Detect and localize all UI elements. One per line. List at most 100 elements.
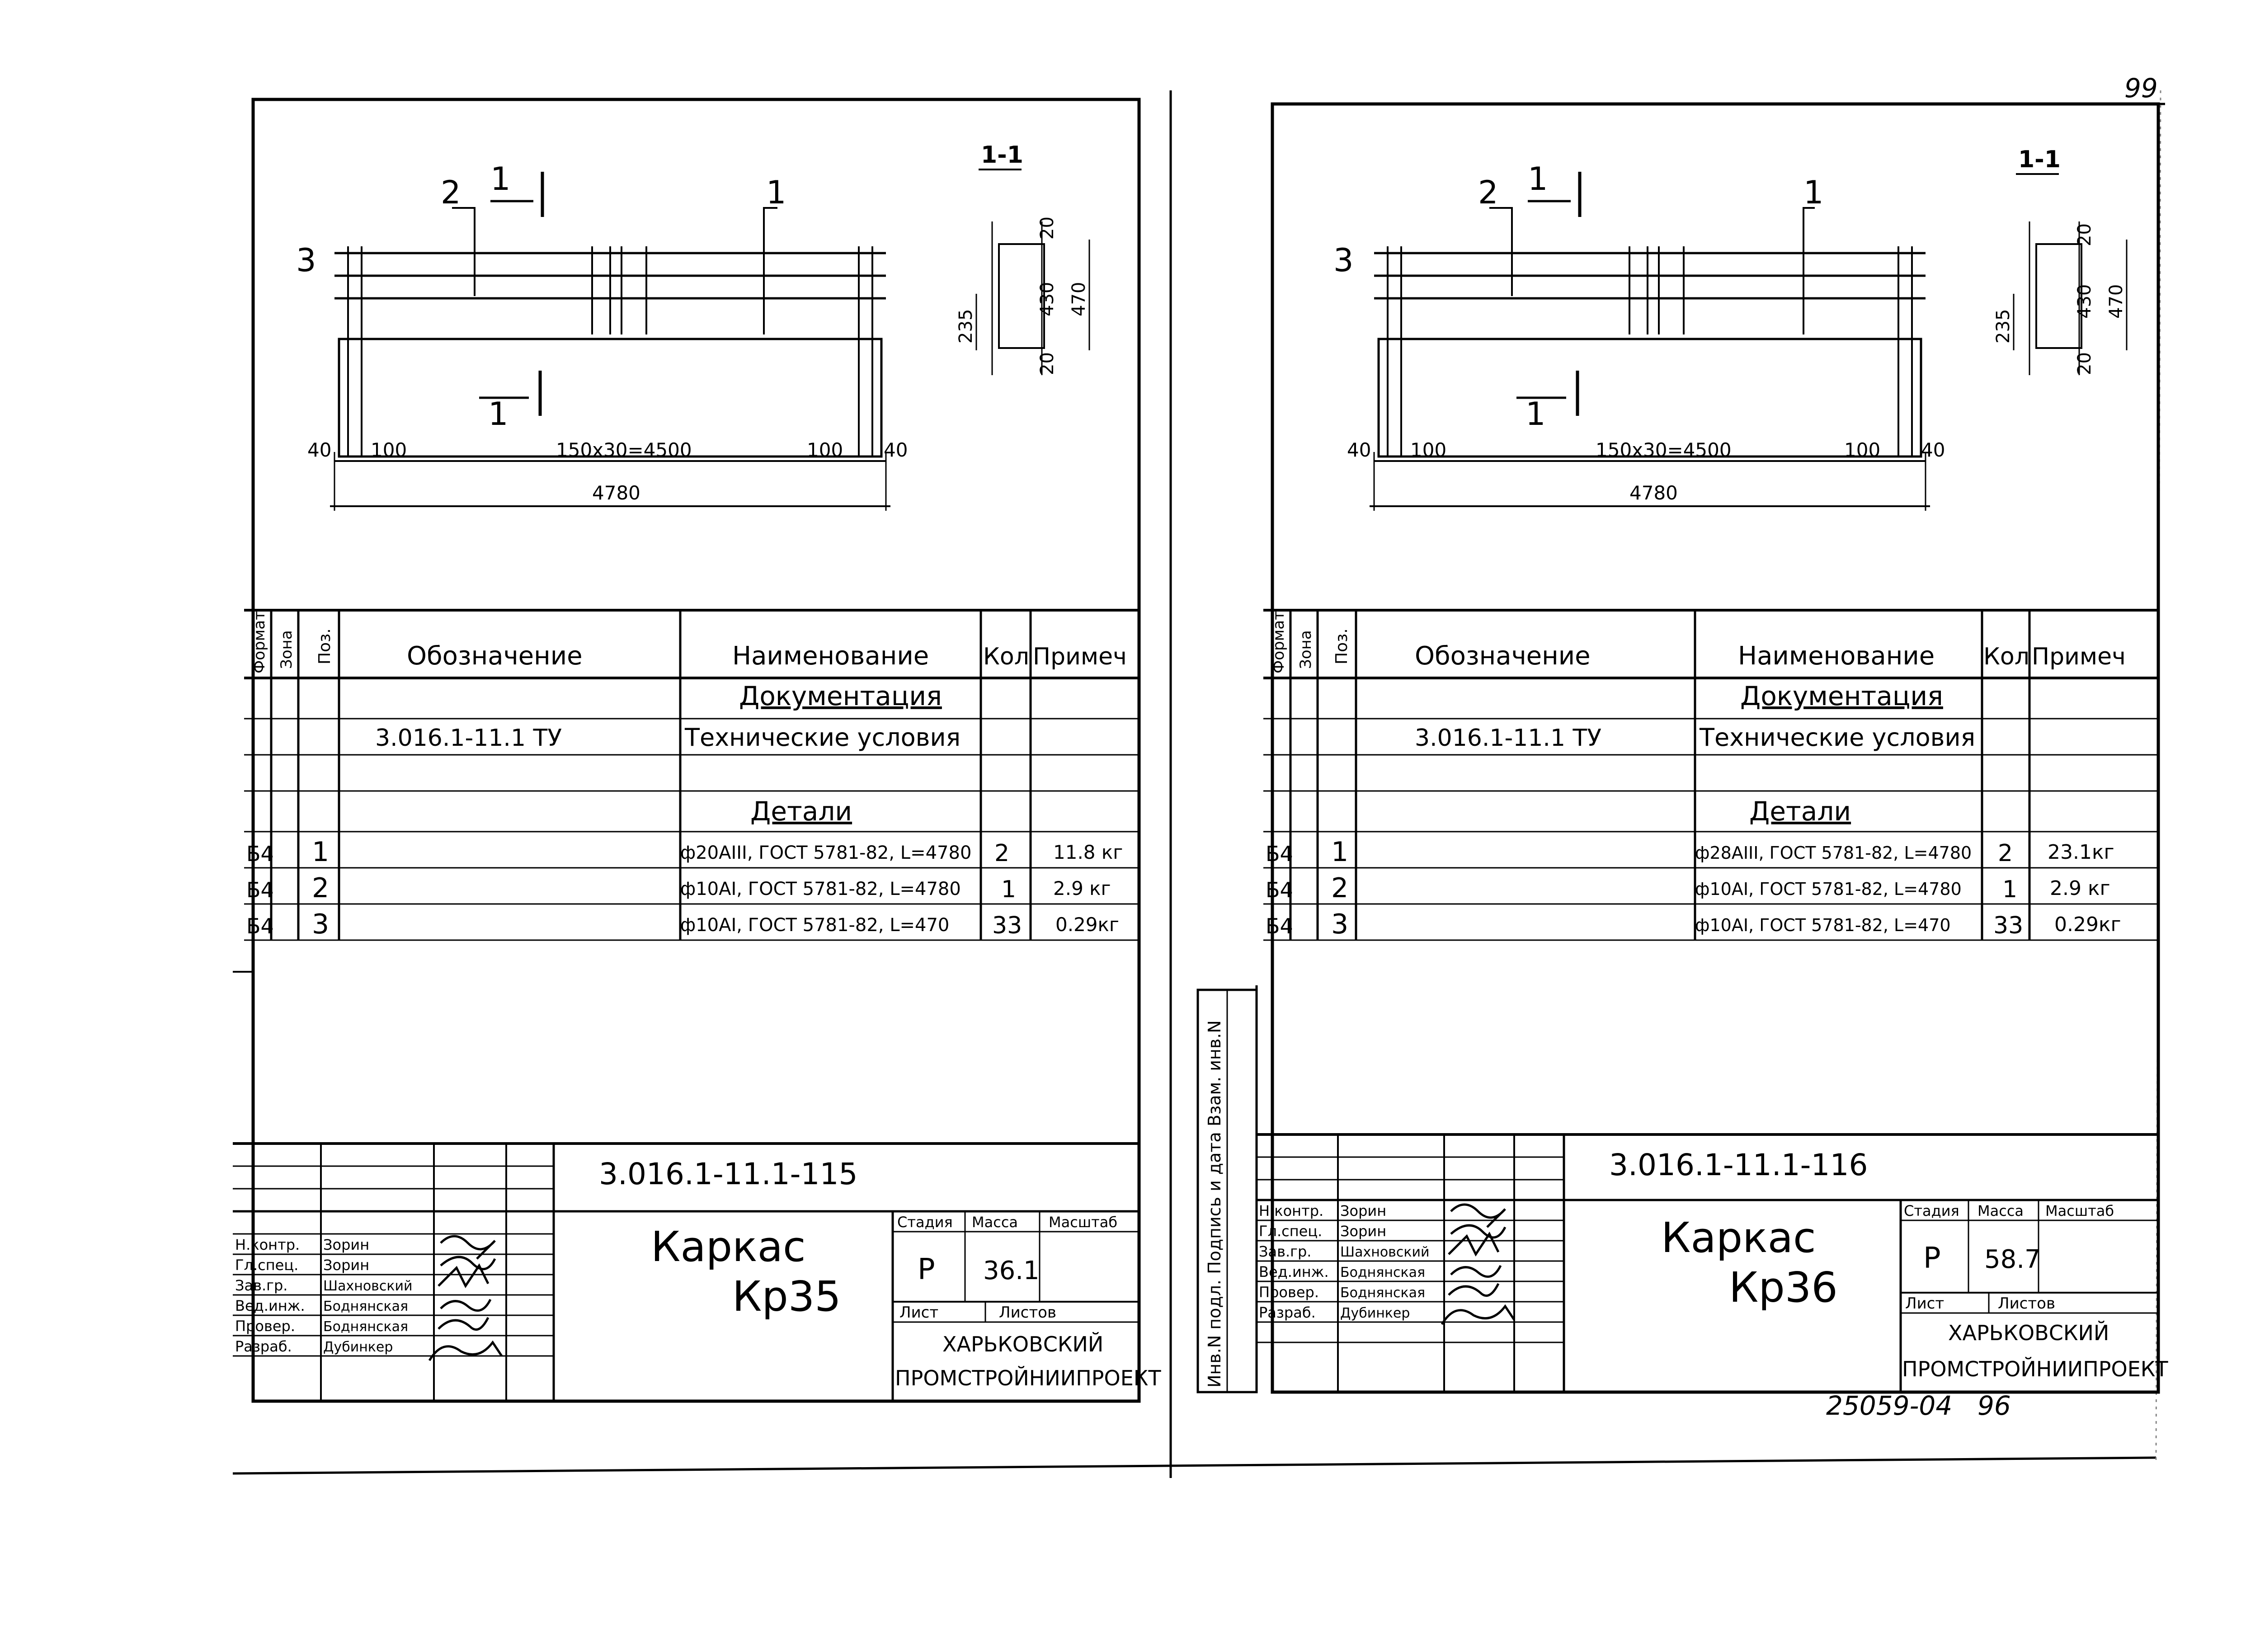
mass-value: 36.1 xyxy=(983,1256,1040,1285)
stage-value: Р xyxy=(918,1253,935,1286)
col-format: Формат xyxy=(250,611,268,673)
col-note: Примеч xyxy=(2032,643,2126,670)
row-2-qty: 1 xyxy=(2002,876,2017,903)
stage-value: Р xyxy=(1923,1242,1941,1275)
sec-dim-430: 430 xyxy=(2074,284,2095,319)
mass-label: Масса xyxy=(972,1214,1018,1231)
bottom-page-edge xyxy=(232,1456,2156,1475)
stage-label: Стадия xyxy=(897,1214,953,1231)
sec-dim-430: 430 xyxy=(1037,282,1058,316)
col-zone: Зона xyxy=(278,630,296,669)
group-parts: Детали xyxy=(1749,796,1851,827)
signer-name-2: Зорин xyxy=(1340,1223,1386,1240)
row-2-format: Б4 xyxy=(1266,878,1293,902)
row-3-pos: 3 xyxy=(312,908,329,940)
doc-name: Технические условия xyxy=(684,723,960,752)
mass-label: Масса xyxy=(1978,1202,2024,1219)
page-number: 99 xyxy=(2124,73,2158,104)
row-3-note: 0.29кг xyxy=(1055,913,1119,936)
sec-dim-235: 235 xyxy=(956,309,976,344)
group-documentation: Документация xyxy=(1740,681,1943,711)
row-2-name: ф10АI, ГОСТ 5781-82, L=4780 xyxy=(1695,879,1962,899)
group-parts: Детали xyxy=(750,796,852,827)
position-1-label: 1 xyxy=(1803,174,1824,211)
row-3-note: 0.29кг xyxy=(2054,913,2121,936)
specification-table: Формат Зона Поз. Обозначение Наименовани… xyxy=(1255,609,2158,1392)
signer-name-4: Боднянская xyxy=(323,1299,408,1314)
col-designation: Обозначение xyxy=(1415,641,1591,671)
row-1-qty: 2 xyxy=(1998,840,2013,867)
row-1-note: 23.1кг xyxy=(2048,841,2114,864)
bottom-archive-code: 25059-04 xyxy=(1826,1390,1952,1421)
position-3-label: 3 xyxy=(1333,242,1354,279)
scale-label: Масштаб xyxy=(2045,1202,2114,1219)
sec-dim-20-top: 20 xyxy=(2074,223,2095,246)
section-1-1: 1-1 20 430 470 235 20 xyxy=(956,141,1090,375)
signer-name-6: Дубинкер xyxy=(323,1339,393,1355)
signer-name-1: Зорин xyxy=(1340,1202,1386,1219)
sheet-frame xyxy=(251,98,1141,1403)
col-qty: Кол xyxy=(1983,643,2029,670)
org-line-2: ПРОМСТРОЙНИИПРОЕКТ xyxy=(895,1366,1161,1390)
dim-middle: 150x30=4500 xyxy=(556,439,692,461)
group-documentation: Документация xyxy=(739,681,942,711)
signatures xyxy=(428,1235,503,1361)
row-2-format: Б4 xyxy=(246,878,274,902)
dim-100-left: 100 xyxy=(371,439,407,461)
org-line-1: ХАРЬКОВСКИЙ xyxy=(1948,1321,2109,1345)
row-2-pos: 2 xyxy=(312,872,329,904)
cut-marker-top: 1 xyxy=(490,160,511,198)
org-line-2: ПРОМСТРОЙНИИПРОЕКТ xyxy=(1902,1357,2168,1381)
row-2-note: 2.9 кг xyxy=(1053,877,1111,899)
signer-role-5: Провер. xyxy=(1259,1284,1319,1301)
col-name: Наименование xyxy=(732,641,929,671)
row-1-pos: 1 xyxy=(312,836,329,868)
doc-designation: 3.016.1-11.1 ТУ xyxy=(1415,725,1601,752)
signer-role-3: Зав.гр. xyxy=(235,1277,287,1294)
sheet-frame xyxy=(1271,102,2160,1394)
doc-name: Технические условия xyxy=(1699,723,1975,752)
org-line-1: ХАРЬКОВСКИЙ xyxy=(942,1332,1103,1356)
title-mark: Кр35 xyxy=(732,1272,841,1321)
specification-table: Формат Зона Поз. Обозначение Наименовани… xyxy=(244,609,1139,941)
signer-role-2: Гл.спец. xyxy=(1259,1223,1322,1240)
signer-name-1: Зорин xyxy=(323,1236,369,1253)
cut-marker-top: 1 xyxy=(1528,160,1548,198)
signer-role-6: Разраб. xyxy=(1259,1304,1316,1321)
section-label: 1-1 xyxy=(2018,146,2061,173)
dim-40-left: 40 xyxy=(307,439,331,461)
sec-dim-20-bottom: 20 xyxy=(1037,352,1058,375)
dim-40-right: 40 xyxy=(884,439,908,461)
sec-dim-20-top: 20 xyxy=(1037,217,1058,240)
signer-name-6: Дубинкер xyxy=(1340,1305,1410,1321)
dim-100-left: 100 xyxy=(1410,439,1446,461)
signer-name-5: Боднянская xyxy=(323,1319,408,1335)
row-3-format: Б4 xyxy=(246,914,274,938)
document-code: 3.016.1-11.1-116 xyxy=(1609,1148,1868,1182)
title-karkas: Каркас xyxy=(1661,1214,1816,1262)
col-note: Примеч xyxy=(1033,643,1127,670)
title-karkas: Каркас xyxy=(651,1223,806,1271)
signer-role-1: Н.контр. xyxy=(1259,1202,1323,1219)
row-1-note: 11.8 кг xyxy=(1053,841,1123,863)
row-3-pos: 3 xyxy=(1331,908,1348,940)
sheet-label: Лист xyxy=(1905,1294,1944,1313)
row-3-name: ф10АI, ГОСТ 5781-82, L=470 xyxy=(1695,915,1951,935)
col-zone: Зона xyxy=(1297,630,1315,669)
col-format: Формат xyxy=(1270,611,1288,673)
position-3-label: 3 xyxy=(296,242,316,279)
position-2-label: 2 xyxy=(441,174,461,211)
col-pos: Поз. xyxy=(1332,628,1351,664)
signer-name-5: Боднянская xyxy=(1340,1285,1425,1301)
sec-dim-20-bottom: 20 xyxy=(2074,352,2095,375)
position-2-label: 2 xyxy=(1478,174,1498,211)
frame-elevation: 2 1 3 1 1 40 100 150x30=4500 100 40 4780 xyxy=(296,160,908,511)
row-1-format: Б4 xyxy=(246,842,274,866)
signer-name-3: Шахновский xyxy=(1340,1244,1429,1260)
signer-role-5: Провер. xyxy=(235,1318,295,1335)
title-block: 3.016.1-11.1-115 Каркас Кр35 Стадия Масс… xyxy=(233,1142,1161,1401)
row-2-qty: 1 xyxy=(1001,876,1016,903)
row-1-qty: 2 xyxy=(994,840,1009,867)
signer-role-4: Вед.инж. xyxy=(235,1297,305,1314)
cut-marker-bottom: 1 xyxy=(1526,395,1546,433)
